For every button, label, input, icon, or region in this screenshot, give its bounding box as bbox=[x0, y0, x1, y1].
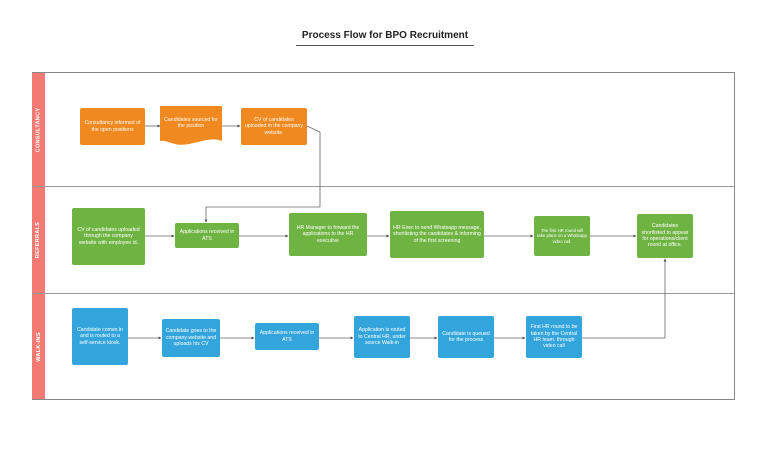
lane-divider bbox=[32, 186, 735, 187]
step-routed-central-hr: Application is routed to Central HR, und… bbox=[354, 316, 410, 358]
step-cv-uploaded-with-employee-id: CV of candidates uploaded through the co… bbox=[72, 208, 145, 265]
step-hr-exec-whatsapp: HR Exec to send Whatsapp message, shortl… bbox=[390, 211, 484, 258]
step-applications-received-ats-referrals: Applications received in ATS bbox=[175, 223, 239, 248]
title-underline bbox=[296, 45, 474, 46]
step-candidates-sourced: Candidates sourced for the position bbox=[164, 116, 218, 129]
diagram-title: Process Flow for BPO Recruitment bbox=[301, 30, 469, 41]
step-applications-received-ats-walkins: Applications received in ATS bbox=[255, 323, 319, 350]
lane-label-walkins: WALK-INS bbox=[32, 294, 45, 399]
lane-label-referrals: REFERRALS bbox=[32, 187, 45, 293]
document-shape bbox=[160, 106, 222, 145]
step-candidate-uploads-cv: Candidate goes to the company website an… bbox=[162, 319, 220, 357]
lane-label-text: REFERRALS bbox=[35, 221, 42, 259]
lane-label-text: WALK-INS bbox=[35, 331, 42, 362]
step-consultancy-informed: Consultancy informed of the open positio… bbox=[80, 108, 145, 145]
step-candidates-shortlisted: Candidates shortlisted to appear for ope… bbox=[637, 214, 693, 258]
step-hr-manager-forwards: HR Manager to forward the applications t… bbox=[289, 213, 367, 256]
step-first-hr-round-central: First HR round to be taken by the Centra… bbox=[526, 316, 582, 358]
lane-label-consultancy: CONSULTANCY bbox=[32, 73, 45, 186]
lane-label-text: CONSULTANCY bbox=[35, 107, 42, 152]
step-candidate-queued: Candidate is queued for the process bbox=[438, 316, 494, 358]
step-cv-uploaded-company-website: CV of candidates uploaded in the company… bbox=[241, 108, 307, 145]
step-candidate-kiosk: Candidate comes in and is routed to a se… bbox=[72, 308, 128, 365]
step-first-hr-round-whatsapp: The first HR round will take place on a … bbox=[534, 216, 590, 256]
lane-divider bbox=[32, 293, 735, 294]
